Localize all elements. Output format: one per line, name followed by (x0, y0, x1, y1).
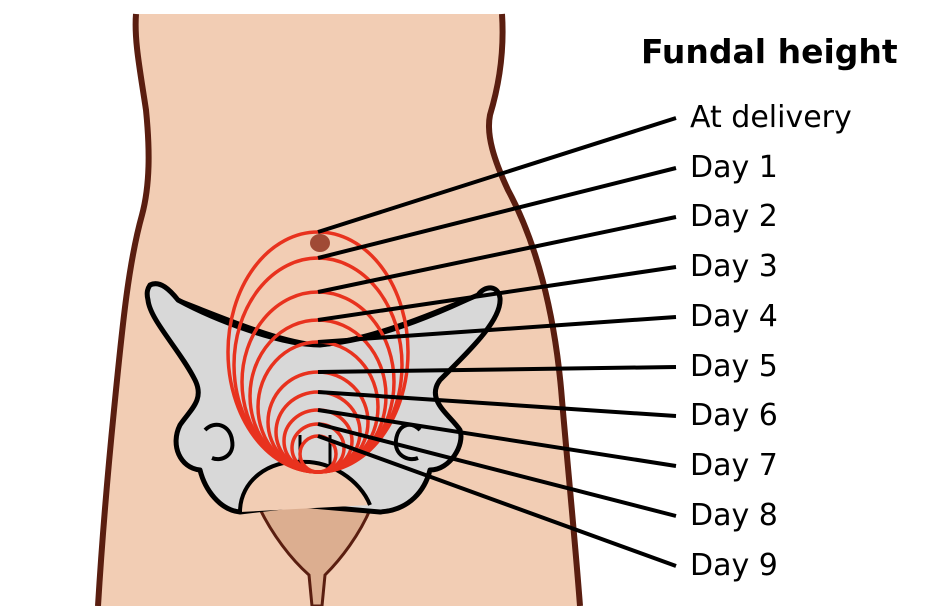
label-day-4: Day 4 (690, 299, 778, 334)
label-day-7: Day 7 (690, 448, 778, 483)
leader-line-6 (317, 390, 677, 418)
label-day-1: Day 1 (690, 150, 778, 185)
label-day-8: Day 8 (690, 498, 778, 533)
diagram-title: Fundal height (641, 32, 898, 71)
leader-line-9 (317, 434, 677, 568)
label-day-6: Day 6 (690, 398, 778, 433)
label-day-3: Day 3 (690, 249, 778, 284)
leader-line-8 (317, 422, 677, 518)
label-day-5: Day 5 (690, 349, 778, 384)
leader-line-2 (317, 215, 677, 294)
leader-line-5 (317, 365, 677, 374)
leader-line-7 (317, 408, 677, 468)
label-day-2: Day 2 (690, 199, 778, 234)
leader-lines (317, 116, 677, 568)
navel-icon (310, 234, 330, 252)
label-day-9: Day 9 (690, 548, 778, 583)
torso-left-outline (95, 13, 152, 607)
label-at-delivery: At delivery (690, 100, 852, 135)
leader-line-4 (317, 315, 677, 344)
leader-line-1 (317, 166, 677, 260)
leader-line-3 (317, 265, 677, 322)
leader-line-0 (317, 116, 677, 234)
